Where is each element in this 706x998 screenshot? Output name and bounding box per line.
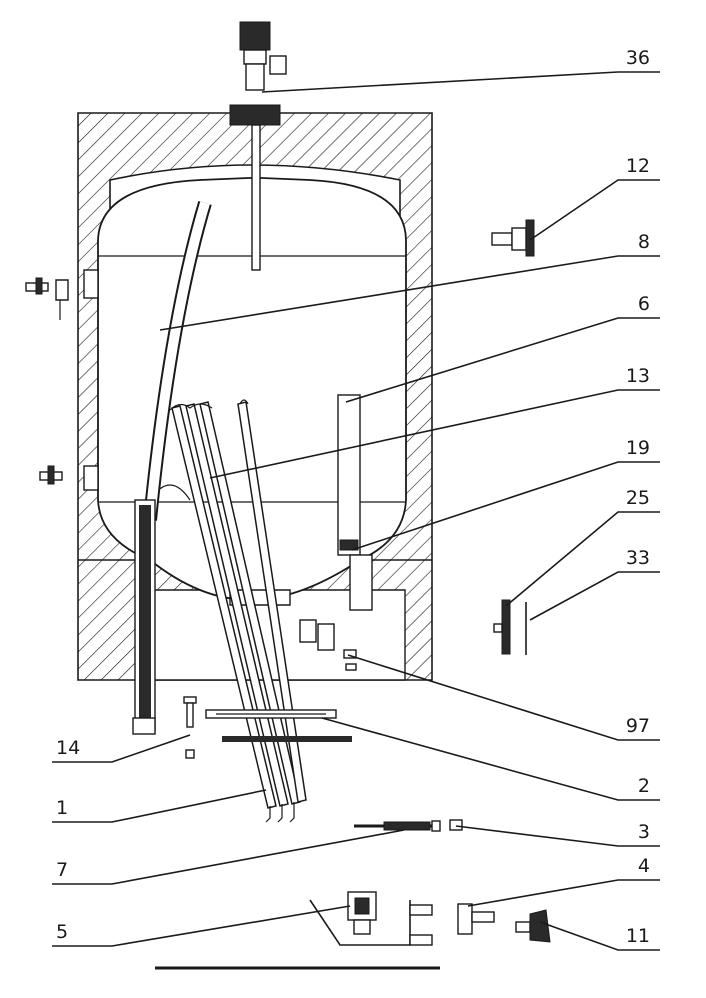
callout-8: 8	[638, 231, 650, 253]
callout-7: 7	[56, 859, 68, 881]
callout-13: 13	[626, 365, 650, 387]
callout-12: 12	[626, 155, 650, 177]
leader-3	[455, 825, 660, 847]
callout-5: 5	[56, 921, 68, 943]
left-fittings	[25, 269, 99, 491]
callout-3: 3	[638, 821, 650, 843]
leader-97	[347, 654, 660, 741]
part-4	[457, 903, 495, 935]
leader-8	[159, 255, 660, 331]
callout-97: 97	[626, 715, 650, 737]
callout-36: 36	[626, 47, 650, 69]
callout-19: 19	[626, 437, 650, 459]
leader-14	[52, 734, 191, 763]
leader-2	[321, 717, 660, 801]
connector-3	[449, 819, 463, 831]
flange-gaskets	[205, 709, 352, 742]
leader-lines	[52, 71, 660, 951]
leader-36	[261, 71, 660, 93]
leader-33	[529, 571, 660, 621]
part-12	[491, 219, 535, 257]
thermostat-5	[155, 891, 440, 970]
leader-11	[539, 921, 660, 951]
leader-7	[52, 829, 405, 885]
callout-2: 2	[638, 775, 650, 797]
top-valve	[229, 21, 287, 271]
callout-14: 14	[56, 737, 80, 759]
part-97	[299, 619, 357, 671]
callout-4: 4	[638, 855, 650, 877]
leader-25	[505, 511, 660, 607]
leader-5	[52, 905, 351, 947]
inlet-pipe	[132, 200, 212, 735]
callout-11: 11	[626, 925, 650, 947]
part-11	[515, 909, 551, 943]
heating-elements	[169, 399, 307, 809]
leader-19	[351, 461, 660, 551]
leader-4	[467, 879, 660, 907]
leader-1	[52, 789, 267, 823]
callout-labels: 36 12 8 6 13 19 25 33 97 14 2 1 3 7 4 5 …	[56, 47, 650, 947]
anode-probe	[337, 394, 373, 611]
element-wires	[265, 802, 295, 823]
callout-1: 1	[56, 797, 68, 819]
callout-6: 6	[638, 293, 650, 315]
leader-6	[345, 317, 660, 403]
leader-12	[529, 179, 660, 241]
part-25-33	[493, 599, 527, 655]
screw-14	[183, 696, 197, 759]
leader-13	[209, 389, 660, 479]
callout-25: 25	[626, 487, 650, 509]
cable-7	[354, 820, 441, 832]
callout-33: 33	[626, 547, 650, 569]
